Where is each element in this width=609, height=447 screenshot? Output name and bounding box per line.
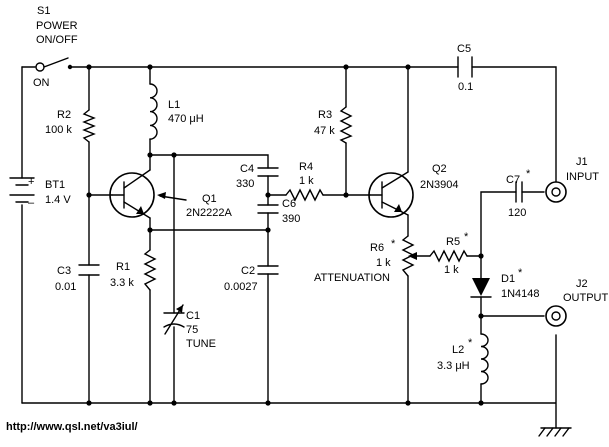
battery-bt1-value: 1.4 V [45,194,71,206]
capacitor-c3-value: 0.01 [55,281,76,293]
resistor-r3-ref: R3 [318,109,332,121]
battery-bt1: + – BT1 1.4 V [9,176,71,209]
battery-bt1-ref: BT1 [45,179,65,191]
resistor-r4: R4 1 k [285,161,324,202]
capacitor-c1-ref: C1 [186,310,200,322]
ground-symbol [538,427,572,437]
potentiometer-r6-mark: * [391,238,396,250]
transistor-q2: Q2 2N3904 [368,163,459,218]
capacitor-c2: C2 0.0027 [224,265,279,293]
transistor-q2-part: 2N3904 [420,179,459,191]
battery-minus-sign: – [28,197,35,209]
inductor-l1-ref: L1 [168,99,180,111]
diode-d1-ref: D1 [501,273,515,285]
capacitor-c5: C5 0.1 [457,43,473,93]
jack-j1-ref: J1 [576,156,588,168]
capacitor-c5-value: 0.1 [458,81,473,93]
resistor-r2-value: 100 k [45,124,72,136]
switch-s1-name-2: ON/OFF [36,34,78,46]
jack-j2-ref: J2 [576,278,588,290]
resistor-r1-ref: R1 [116,261,130,273]
resistor-r5-ref: R5 [446,236,460,248]
inductor-l1-value: 470 μH [168,113,204,125]
wiring [21,66,557,429]
capacitor-c6: C6 390 [257,198,300,225]
jack-j1-name: INPUT [566,171,599,183]
capacitor-c5-ref: C5 [457,43,471,55]
capacitor-c2-value: 0.0027 [224,281,258,293]
capacitor-c3-ref: C3 [57,265,71,277]
capacitor-c7-ref: C7 [506,174,520,186]
switch-s1-state: ON [33,77,50,89]
capacitor-c6-value: 390 [282,213,300,225]
capacitor-c7-value: 120 [508,207,526,219]
switch-s1: S1 POWER ON/OFF ON [33,5,78,89]
transistor-q1-ref: Q1 [202,193,217,205]
inductor-l1: L1 470 μH [149,83,204,140]
resistor-r5: R5 * 1 k [429,231,469,276]
capacitor-c7-mark: * [526,168,531,180]
capacitor-c2-ref: C2 [241,265,255,277]
capacitor-c3: C3 0.01 [55,264,100,293]
diode-d1-part: 1N4148 [501,288,540,300]
potentiometer-r6-value: 1 k [376,257,391,269]
capacitor-c4-ref: C4 [240,163,254,175]
potentiometer-r6-ref: R6 [370,242,384,254]
potentiometer-r6: R6 * 1 k ATTENUATION [314,235,417,284]
resistor-r1-value: 3.3 k [110,277,134,289]
capacitor-c6-ref: C6 [282,198,296,210]
diode-d1: D1 * 1N4148 [470,267,540,300]
source-url: http://www.qsl.net/va3iul/ [6,421,138,433]
capacitor-c7: C7 * 120 [506,168,531,219]
transistor-q2-ref: Q2 [432,163,447,175]
inductor-l2: L2 * 3.3 μH [437,333,489,385]
jack-j2-name: OUTPUT [563,292,609,304]
capacitor-c4: C4 330 [236,163,279,190]
transistor-q1-part: 2N2222A [186,207,233,219]
resistor-r2-ref: R2 [57,109,71,121]
resistor-r5-value: 1 k [444,264,459,276]
junction-dots [86,64,484,406]
resistor-r3-value: 47 k [314,125,335,137]
resistor-r3: R3 47 k [314,106,353,144]
resistor-r4-value: 1 k [299,175,314,187]
capacitor-c1: C1 75 TUNE [163,304,216,350]
resistor-r5-mark: * [464,231,469,243]
inductor-l2-value: 3.3 μH [437,360,470,372]
switch-s1-name-1: POWER [36,20,78,32]
capacitor-c4-value: 330 [236,178,254,190]
switch-s1-ref: S1 [37,5,50,17]
resistor-r1: R1 3.3 k [110,249,157,291]
jack-j1: J1 INPUT [545,156,599,203]
inductor-l2-mark: * [468,337,473,349]
resistor-r4-ref: R4 [299,161,313,173]
battery-plus-sign: + [28,176,34,188]
transistor-q1: Q1 2N2222A [109,169,233,219]
jack-j2: J2 OUTPUT [545,278,609,327]
capacitor-c1-function: TUNE [186,338,216,350]
potentiometer-r6-function: ATTENUATION [314,272,390,284]
inductor-l2-ref: L2 [452,344,464,356]
resistor-r2: R2 100 k [45,109,96,143]
capacitor-c1-value: 75 [186,324,198,336]
diode-d1-mark: * [518,267,523,279]
